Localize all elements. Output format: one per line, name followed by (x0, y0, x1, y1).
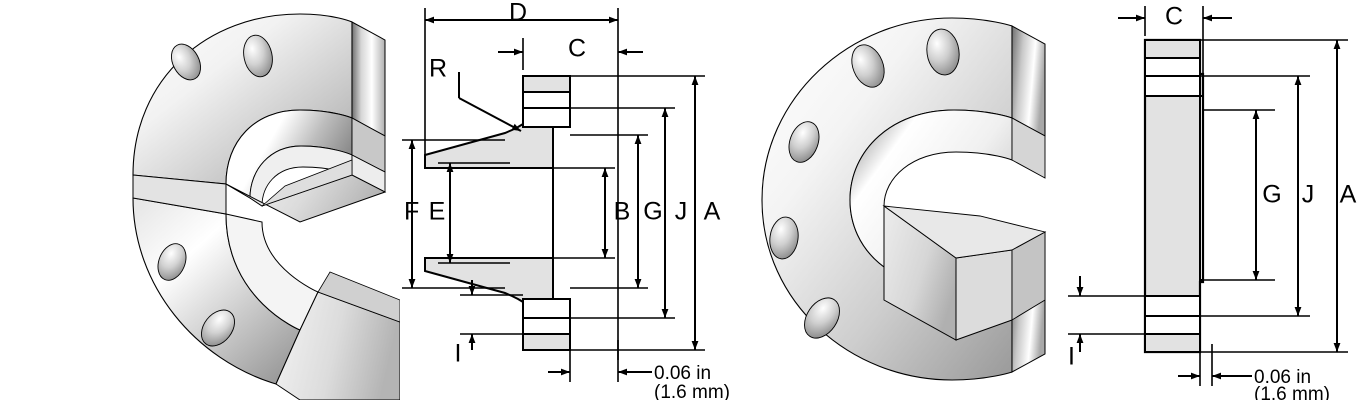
bolt-hole-upper-2 (243, 34, 273, 78)
blind-flange-3d-render (761, 17, 1047, 381)
bolt-hole-5 (804, 297, 840, 339)
raised-face-step (1199, 95, 1204, 281)
band-top-3 (1144, 75, 1201, 97)
dim-label-J: J (1302, 181, 1315, 209)
upper-rim-edge (351, 21, 386, 137)
note-imperial: 0.06 in (1254, 367, 1311, 388)
band-top-1 (1144, 39, 1201, 59)
band-bottom-1 (1144, 295, 1201, 317)
blind-cross-section-panel: C G J A I 0.06 in (1.6 mm) (1060, 0, 1357, 400)
neck-band-u-top (522, 75, 571, 93)
dim-label-G: G (643, 198, 662, 226)
weld-neck-part-geometry (424, 75, 571, 351)
blind-cross-section-drawing: C G J A I 0.06 in (1.6 mm) (1068, 3, 1357, 400)
upper-cut-step (261, 159, 353, 207)
weld-neck-3d-geometry (132, 13, 400, 400)
weld-neck-flange-3d-render (132, 13, 400, 400)
neck-band-l-low (522, 333, 571, 351)
radius-leader-arrow (458, 97, 522, 132)
weld-neck-flange-3d-panel (0, 0, 400, 400)
dim-label-B: B (614, 198, 631, 226)
dim-label-I: I (1068, 343, 1075, 371)
weld-neck-cross-section-drawing: D C R F E B G J A I 0.06 in (1.6 mm) (402, 0, 730, 400)
rim-edge-upper (1011, 25, 1046, 137)
bolt-hole-lower-2 (201, 309, 235, 347)
radius-leader (458, 72, 522, 132)
dim-label-D: D (509, 0, 527, 27)
lower-cut-step (317, 271, 400, 323)
dim-label-I: I (455, 340, 462, 368)
band-bottom-2 (1144, 315, 1201, 335)
rim-step-upper (1011, 117, 1046, 179)
bolt-hole-4 (769, 216, 799, 260)
bolt-hole-upper-1 (171, 43, 201, 81)
note-imperial: 0.06 in (654, 363, 711, 384)
dim-label-E: E (429, 198, 446, 226)
neck-band-u-mid (522, 91, 571, 109)
bore-cavity (425, 168, 553, 258)
neck-band-u-low (522, 107, 571, 128)
lower-cut-plane (275, 291, 400, 400)
neck-band-l-top (522, 298, 571, 319)
note-metric: (1.6 mm) (654, 382, 730, 400)
bolt-hole-2 (926, 28, 960, 76)
note-metric: (1.6 mm) (1254, 384, 1330, 400)
blind-flange-3d-panel (740, 0, 1060, 400)
weld-neck-cross-section-panel: D C R F E B G J A I 0.06 in (1.6 mm) (400, 0, 740, 400)
dim-label-R: R (429, 55, 447, 83)
dim-label-C: C (1165, 3, 1183, 31)
witness-lines (402, 8, 705, 382)
dim-label-C: C (568, 35, 586, 63)
band-bottom-3 (1144, 333, 1201, 353)
band-top-2 (1144, 57, 1201, 77)
blind-part-geometry (1143, 38, 1205, 354)
bolt-hole-lower-1 (157, 243, 187, 281)
dim-label-F: F (404, 198, 419, 226)
dim-label-A: A (704, 198, 721, 226)
neck-band-l-mid (522, 317, 571, 335)
dim-label-J: J (675, 198, 688, 226)
bolt-hole-1 (851, 44, 885, 88)
dim-label-A: A (1340, 181, 1357, 209)
cut-plane-top-edge (882, 205, 1047, 259)
blind-dimension-lines (1076, 14, 1341, 380)
blind-flange-3d-geometry (761, 17, 1047, 381)
dim-label-G: G (1262, 181, 1281, 209)
bolt-hole-3 (788, 121, 820, 163)
dimension-lines (408, 16, 699, 376)
